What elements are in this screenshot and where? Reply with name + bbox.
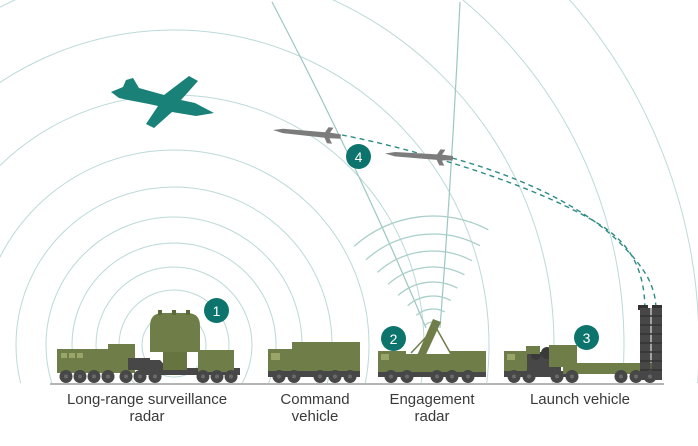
launch-vehicle bbox=[504, 305, 662, 383]
label-engagement-radar-line2: radar bbox=[414, 408, 450, 425]
marker-1: 1 bbox=[204, 298, 229, 323]
marker-2: 2 bbox=[381, 326, 406, 351]
marker-3: 3 bbox=[574, 325, 599, 350]
label-launch-vehicle: Launch vehicle bbox=[500, 391, 660, 408]
surveillance-radar-vehicle bbox=[57, 310, 240, 383]
label-surveillance-radar: Long-range surveillance radar bbox=[37, 391, 257, 425]
engagement-radar-vehicle bbox=[378, 319, 486, 383]
command-vehicle bbox=[268, 342, 360, 383]
missile-trajectory-icon bbox=[341, 134, 657, 309]
marker-4-number: 4 bbox=[354, 148, 363, 165]
radar-dome-icon bbox=[150, 313, 200, 352]
launch-tubes-icon bbox=[638, 305, 662, 380]
marker-1-number: 1 bbox=[212, 302, 221, 319]
label-surveillance-radar-line1: Long-range surveillance bbox=[66, 391, 228, 408]
label-command-vehicle: Command vehicle bbox=[255, 391, 375, 425]
label-command-vehicle-line1: Command bbox=[280, 391, 350, 408]
label-engagement-radar-line1: Engagement bbox=[389, 391, 475, 408]
aircraft-icon bbox=[111, 76, 214, 128]
label-launch-vehicle-line1: Launch vehicle bbox=[529, 391, 631, 408]
marker-2-number: 2 bbox=[389, 330, 398, 347]
marker-3-number: 3 bbox=[582, 329, 591, 346]
engagement-radar-beam-icon bbox=[353, 215, 489, 326]
label-surveillance-radar-line2: radar bbox=[129, 408, 165, 425]
marker-4: 4 bbox=[346, 144, 371, 169]
label-engagement-radar: Engagement radar bbox=[372, 391, 492, 425]
label-command-vehicle-line2: vehicle bbox=[291, 408, 339, 425]
